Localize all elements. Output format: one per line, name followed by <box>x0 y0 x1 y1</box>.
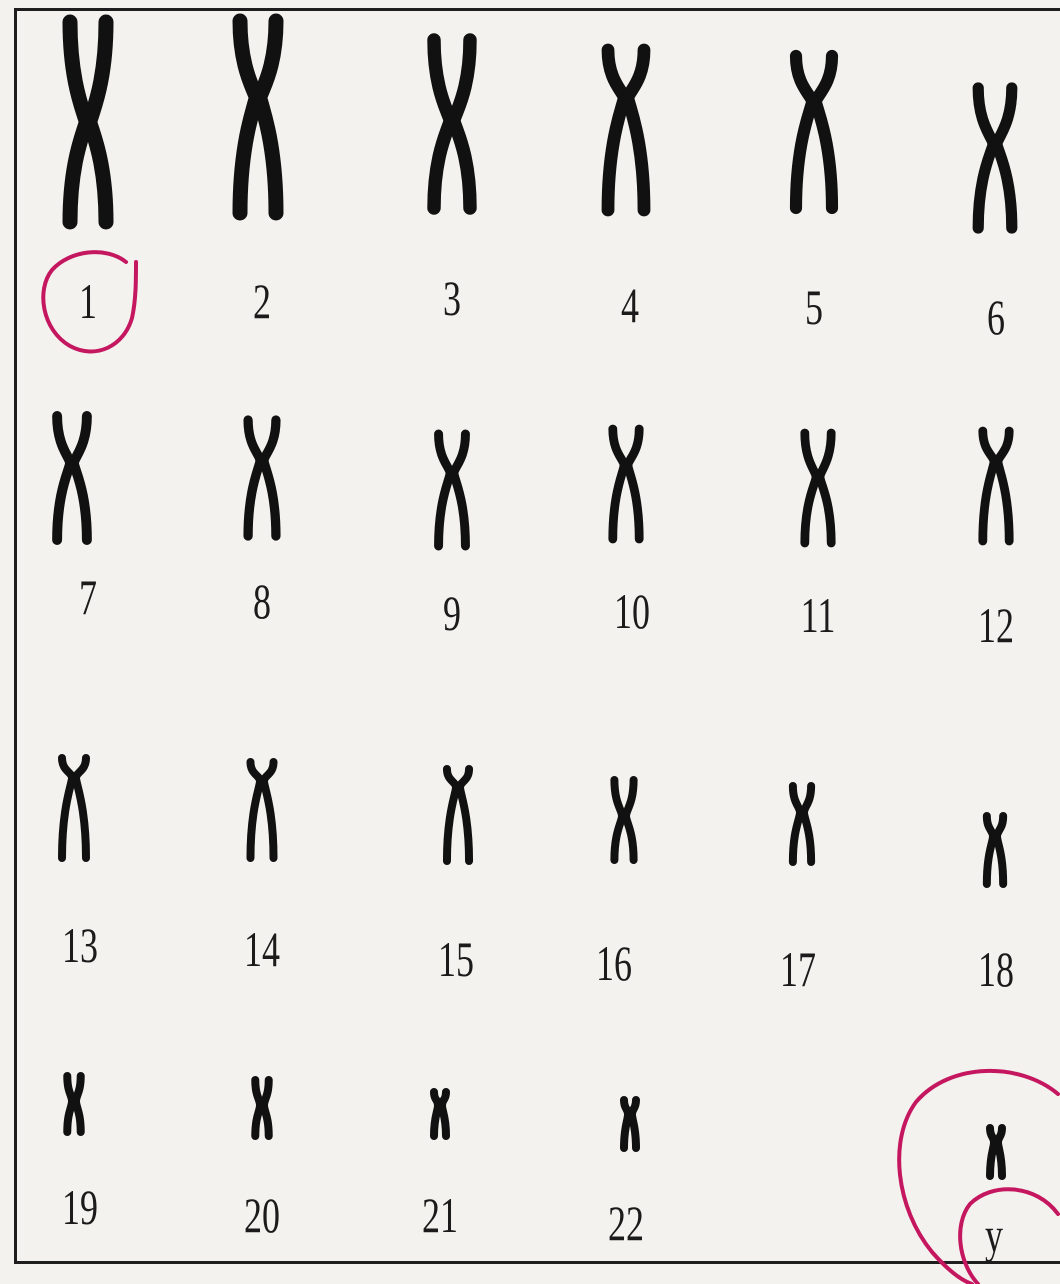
chromosome-18: 18 <box>978 816 1014 997</box>
chromosome-17-label: 17 <box>780 942 816 997</box>
chromosome-20: 20 <box>244 1080 280 1243</box>
chromosome-9-shape <box>439 434 466 546</box>
chromosome-11-label: 11 <box>801 588 836 643</box>
chromosome-12-shape <box>983 431 1009 541</box>
chromosome-1-shape <box>70 22 106 222</box>
chromosome-10-shape <box>613 429 639 539</box>
chromosome-2-label: 2 <box>253 274 271 329</box>
chromosome-2-shape <box>240 21 276 213</box>
chromosome-20-shape <box>255 1080 268 1136</box>
chromosome-7: 7 <box>57 416 97 625</box>
chromosome-4-label: 4 <box>621 278 639 333</box>
chromosome-8: 8 <box>248 420 276 629</box>
chromosome-20-label: 20 <box>244 1188 280 1243</box>
chromosome-y: y <box>985 1128 1003 1263</box>
chromosome-22-shape <box>624 1100 636 1148</box>
chromosome-13-label: 13 <box>62 918 98 973</box>
chromosome-16: 16 <box>596 780 634 991</box>
circle-annotation-y-inner <box>960 1189 1058 1284</box>
chromosome-7-label: 7 <box>79 570 97 625</box>
chromosome-15: 15 <box>438 769 474 987</box>
chromosome-6: 6 <box>978 88 1012 345</box>
chromosome-16-shape <box>614 780 633 860</box>
chromosome-5: 5 <box>796 56 832 335</box>
chromosome-13: 13 <box>62 758 98 973</box>
chromosome-14-shape <box>250 762 273 858</box>
chromosome-21-label: 21 <box>422 1188 458 1243</box>
chromosome-8-shape <box>248 420 276 536</box>
chromosome-1-label: 1 <box>79 274 97 329</box>
circle-annotation-y-outer <box>899 1071 1058 1284</box>
chromosome-14: 14 <box>244 762 280 977</box>
chromosome-11: 11 <box>801 433 836 643</box>
chromosome-7-shape <box>57 416 87 540</box>
chromosome-12: 12 <box>978 431 1014 653</box>
chromosome-15-shape <box>447 769 469 861</box>
chromosome-10: 10 <box>613 429 650 639</box>
chromosome-19-label: 19 <box>62 1180 98 1235</box>
chromosome-5-label: 5 <box>805 280 823 335</box>
chromosome-18-label: 18 <box>978 942 1014 997</box>
chromosome-21-shape <box>434 1092 446 1136</box>
chromosome-6-shape <box>978 88 1012 228</box>
chromosome-16-label: 16 <box>596 936 632 991</box>
chromosome-8-label: 8 <box>253 574 271 629</box>
chromosome-19-shape <box>67 1076 80 1132</box>
chromosome-y-label: y <box>985 1208 1003 1263</box>
chromosome-14-label: 14 <box>244 922 280 977</box>
chromosome-15-label: 15 <box>438 932 474 987</box>
chromosome-3: 3 <box>434 40 470 326</box>
chromosome-21: 21 <box>422 1092 458 1243</box>
chromosome-10-label: 10 <box>614 584 650 639</box>
chromosome-22: 22 <box>608 1100 644 1251</box>
chromosome-y-shape <box>990 1128 1002 1176</box>
chromosome-2: 2 <box>240 21 276 329</box>
chromosome-18-shape <box>987 816 1003 884</box>
chromosome-17: 17 <box>780 786 816 997</box>
chromosome-4-shape <box>608 50 644 210</box>
chromosome-17-shape <box>793 786 811 862</box>
chromosome-13-shape <box>62 758 86 858</box>
chromosome-3-shape <box>434 40 470 208</box>
chromosome-9: 9 <box>439 434 466 641</box>
chromosome-6-label: 6 <box>987 290 1005 345</box>
chromosome-5-shape <box>796 56 832 208</box>
chromosome-1: 1 <box>70 22 106 329</box>
chromosome-22-label: 22 <box>608 1196 644 1251</box>
chromosome-12-label: 12 <box>978 598 1014 653</box>
chromosome-19: 19 <box>62 1076 98 1235</box>
chromosome-3-label: 3 <box>443 271 461 326</box>
chromosome-4: 4 <box>608 50 644 333</box>
chromosome-11-shape <box>805 433 831 543</box>
chromosome-9-label: 9 <box>443 586 461 641</box>
